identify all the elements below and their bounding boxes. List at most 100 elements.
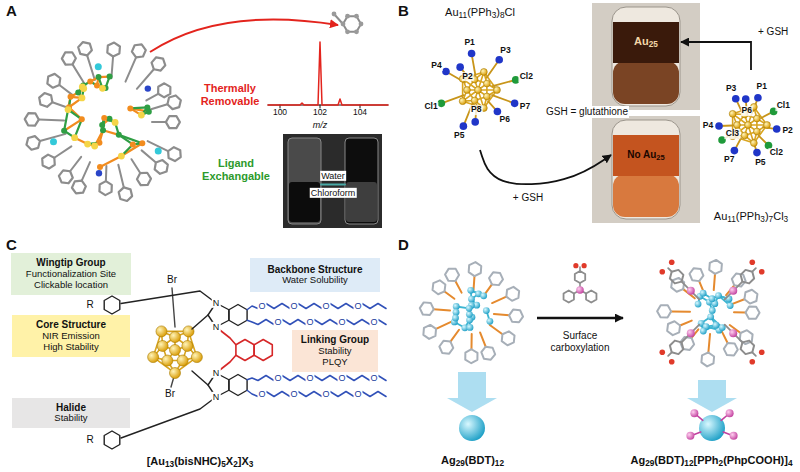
cluster-sphere <box>459 415 485 441</box>
phosphorus-atom <box>576 286 584 294</box>
phosphine-bond <box>725 282 743 300</box>
atom-label: Br <box>165 388 175 400</box>
feature-box: Core StructureNIR Emission High Stabilit… <box>12 315 130 356</box>
gold-atom <box>729 110 736 117</box>
gold-atom <box>475 87 482 94</box>
atom <box>155 148 162 155</box>
atom <box>50 63 162 154</box>
ligand-bond <box>73 64 85 84</box>
edge-label: + GSH <box>757 26 789 38</box>
atom <box>332 12 364 35</box>
benzene-ring <box>690 268 704 281</box>
toluene-ring <box>343 16 361 32</box>
text-run: (BDT) <box>654 454 684 466</box>
atom-label: Cl1 <box>423 102 438 112</box>
subscript: 4 <box>788 459 793 468</box>
oxygen-atom <box>659 269 665 275</box>
ligand-atom <box>731 147 739 155</box>
ligand-atom <box>456 63 464 71</box>
sulfur-bond <box>470 334 472 349</box>
silver-atom <box>483 307 490 314</box>
atom <box>359 22 364 27</box>
atom <box>99 85 106 92</box>
node-body: Stability PLQY <box>311 346 359 368</box>
edge-label: Surface carboxylation <box>536 330 624 353</box>
phase-boundary <box>321 184 345 186</box>
gold-atom <box>471 97 478 104</box>
phosphorus-atom <box>576 286 584 294</box>
atom-label: O <box>305 317 314 327</box>
benzene-ring <box>229 305 247 326</box>
atom <box>97 164 103 170</box>
text-run: (PhpCOOH)] <box>723 454 788 466</box>
benzene-ring <box>509 310 523 323</box>
sulfur-bond <box>671 274 745 353</box>
ligand-bond <box>54 146 71 157</box>
node-heading: Ag29(BDT)12 <box>441 454 504 468</box>
benzene-ring <box>709 260 722 274</box>
ligand-atom <box>715 122 723 130</box>
phenyl-ring <box>62 52 76 64</box>
silver-atom <box>695 301 702 308</box>
atom-label: O <box>369 317 378 327</box>
text-run: ]X <box>238 455 249 467</box>
atom <box>84 141 91 148</box>
oxygen-atom <box>669 359 675 365</box>
cluster-structure: Ag29(BDT)12 <box>410 250 535 470</box>
atom-label: O <box>273 373 282 383</box>
text-run: (bisNHC) <box>174 455 221 467</box>
silver-atom <box>486 318 493 325</box>
atom-label: P6 <box>499 115 511 125</box>
ligand-atom <box>511 100 519 108</box>
oxygen-atom <box>749 259 764 274</box>
subscript: 25 <box>649 40 658 49</box>
phenyl-ring <box>166 116 180 128</box>
gold-atom <box>480 69 487 76</box>
panel-letter: C <box>6 236 17 253</box>
atom <box>138 112 145 119</box>
oxygen-atom <box>573 263 578 268</box>
subscript: 12 <box>684 459 693 468</box>
cluster-model <box>438 50 520 130</box>
carboxyl-bond <box>668 352 672 356</box>
atom <box>79 116 85 122</box>
atom-label: Cl2 <box>519 72 534 82</box>
subscript: 3 <box>249 460 254 469</box>
phosphorus-atom <box>729 287 737 295</box>
tube-label: Au25 <box>612 22 680 62</box>
ligand-atom <box>460 122 468 130</box>
text-run: Ag <box>631 454 646 466</box>
sulfur-bond <box>732 299 744 304</box>
sulfur-bond <box>671 310 690 312</box>
subscript: 29 <box>645 459 654 468</box>
silver-atom <box>466 305 473 312</box>
cluster-sphere <box>459 415 725 441</box>
text-run: No Au <box>627 149 656 160</box>
oxygen-atom <box>759 269 765 275</box>
carboxyl-bond <box>752 268 756 272</box>
benzene-ring <box>465 349 477 363</box>
atom-label: P8 <box>470 105 482 115</box>
text-run: (BDT) <box>465 454 495 466</box>
test-tube <box>612 120 680 219</box>
carboxyl-bond <box>752 352 756 356</box>
vial-photo <box>283 134 382 228</box>
sulfur-bond <box>714 274 715 290</box>
atom <box>91 143 98 150</box>
ligand-molecule <box>564 263 597 302</box>
atom-label: P4 <box>430 61 442 71</box>
edge-label: + GSH <box>512 192 544 204</box>
phosphorus-atom <box>729 329 737 337</box>
atom-label: N <box>212 368 221 378</box>
atom <box>61 74 152 138</box>
subscript: 8 <box>500 11 505 20</box>
atom-label: N <box>212 298 221 308</box>
atom <box>50 138 57 145</box>
phenyl-ring <box>167 95 180 109</box>
atom <box>66 79 145 170</box>
ligand-atom <box>715 94 780 156</box>
liquid <box>613 174 679 217</box>
oxygen-atom <box>749 349 764 364</box>
node-heading: Backbone Structure <box>267 264 362 276</box>
ligand-atom <box>495 56 503 64</box>
